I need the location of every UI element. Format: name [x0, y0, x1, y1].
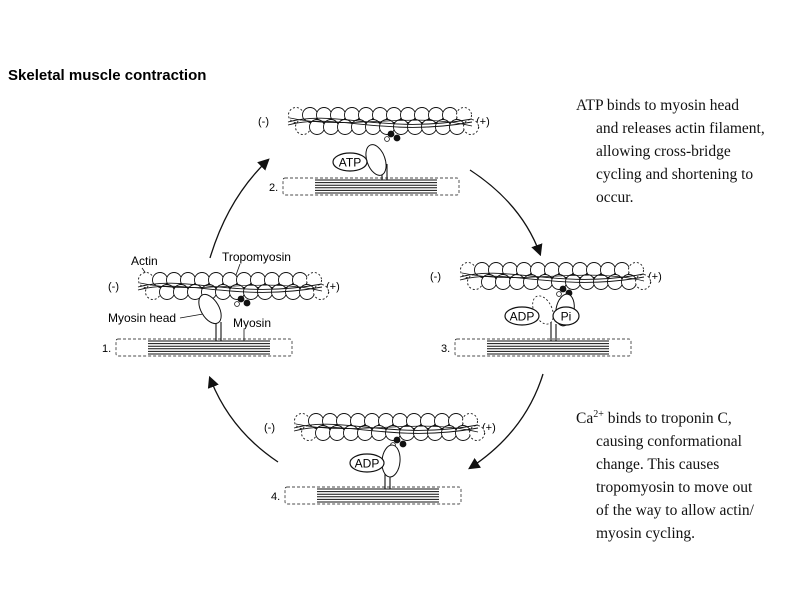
page-title: Skeletal muscle contraction [8, 67, 207, 84]
troponin-dot [234, 301, 240, 307]
myosin-filament-outline [284, 486, 462, 505]
adp-label: ADP [510, 310, 535, 324]
cycle-arrow-4-to-1 [207, 375, 279, 463]
step-number: 2. [269, 182, 278, 194]
tropomyosin-strand [293, 426, 479, 434]
note-line: Ca2+ binds to troponin C, [576, 403, 754, 430]
troponin-dot [243, 299, 251, 307]
minus-end-label: (-) [108, 281, 119, 293]
tropomyosin-label: Tropomyosin [222, 250, 291, 264]
note-line: of the way to allow actin/ [596, 502, 754, 520]
actin-bead [337, 119, 353, 135]
pi-label: Pi [561, 310, 572, 324]
note-line: and releases actin filament, [596, 120, 765, 137]
actin-bead [343, 425, 359, 441]
tropomyosin-strand [461, 272, 645, 282]
troponin-dot [559, 285, 567, 293]
adp-label: ADP [355, 457, 380, 471]
troponin-dot [556, 291, 562, 297]
pi-bubble [552, 306, 580, 326]
note-line: tropomyosin to move out [596, 479, 753, 497]
actin-bead [462, 413, 478, 429]
minus-end-label: (-) [430, 271, 441, 283]
cycle-arrow-1-to-2 [209, 158, 270, 259]
note-line: occur. [596, 189, 634, 206]
troponin-dot [237, 295, 245, 303]
plus-end-label: (+) [326, 281, 340, 293]
tropomyosin-strand [459, 275, 645, 283]
tropomyosin-strand [287, 120, 473, 128]
troponin-dot [384, 136, 390, 142]
note-line: ATP binds to myosin head [576, 97, 740, 114]
myosin-filament-outline [115, 338, 293, 357]
tropomyosin-strand [295, 423, 479, 433]
tropomyosin-strand [137, 285, 323, 293]
note-line: change. This causes [596, 456, 720, 474]
myosin-label: Myosin [233, 316, 271, 330]
step-number: 3. [441, 343, 450, 355]
tropomyosin-strand [289, 117, 473, 127]
troponin-dot [393, 134, 401, 142]
actin-label: Actin [131, 254, 158, 268]
stage-2: (-) (+) 2. ATP [258, 107, 490, 196]
cycle-arrow-2-to-3 [469, 169, 543, 257]
calcium-note: Ca2+ binds to troponin C, causing confor… [576, 403, 754, 545]
note-line: cycling and shortening to [596, 166, 754, 183]
step-number: 1. [102, 343, 111, 355]
stage-1: (-) (+) 1. [102, 272, 340, 357]
calcium-charge: 2+ [593, 409, 604, 420]
calcium-symbol: Ca [576, 410, 594, 428]
cycle-arrow-3-to-4 [468, 373, 544, 470]
myosin-filament-outline [282, 177, 460, 196]
myosin-filament-outline [454, 338, 632, 357]
atp-bubble [332, 152, 368, 172]
step-number: 4. [271, 491, 280, 503]
note-line: myosin cycling. [596, 525, 696, 543]
adp-bubble [349, 453, 385, 473]
troponin-dot [387, 130, 395, 138]
atp-note: ATP binds to myosin head and releases ac… [576, 94, 765, 209]
myosin-head [198, 293, 222, 325]
stage-4: (-) (+) 4. ADP [264, 413, 496, 505]
plus-end-label: (+) [648, 271, 662, 283]
myosin-head-leader [179, 313, 204, 319]
adp-bubble [504, 306, 540, 326]
atp-label: ATP [339, 156, 361, 170]
minus-end-label: (-) [258, 116, 269, 128]
actin-bead [509, 274, 525, 290]
plus-end-label: (+) [476, 116, 490, 128]
actin-bead [628, 262, 644, 278]
note-line: allowing cross-bridge [596, 143, 731, 160]
actin-bead [306, 272, 322, 288]
troponin-dot [399, 440, 407, 448]
myosin-head [365, 144, 387, 176]
plus-end-label: (+) [482, 422, 496, 434]
note-line: causing conformational [596, 433, 742, 451]
stage-3: (-) (+) 3. ADP Pi [430, 262, 662, 357]
actin-bead [456, 107, 472, 123]
minus-end-label: (-) [264, 422, 275, 434]
note-line-rest: binds to troponin C, [603, 410, 732, 428]
tropomyosin-strand [139, 282, 323, 292]
myosin-head-label: Myosin head [108, 311, 176, 325]
troponin-dot [393, 436, 401, 444]
